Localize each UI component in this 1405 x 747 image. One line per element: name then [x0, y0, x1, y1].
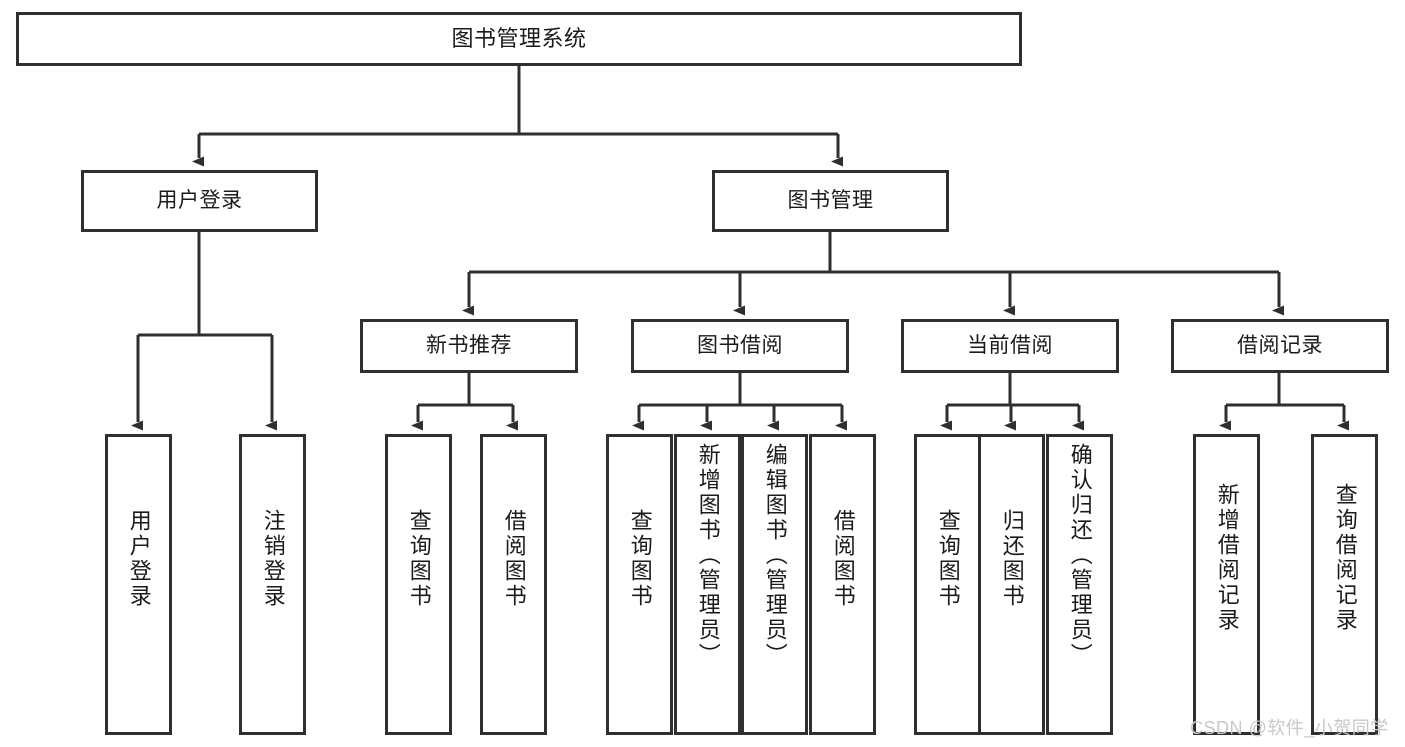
node-leaf-query-book-1-label: 查询图书	[406, 509, 432, 609]
node-book-borrow[interactable]: 图书借阅	[631, 319, 849, 373]
node-leaf-query-book-2[interactable]: 查询图书	[606, 434, 673, 735]
node-leaf-edit-book[interactable]: 编辑图书（管理员）	[741, 434, 808, 735]
node-root-label: 图书管理系统	[451, 26, 587, 52]
node-leaf-add-book[interactable]: 新增图书（管理员）	[674, 434, 741, 735]
node-leaf-query-book-3[interactable]: 查询图书	[914, 434, 981, 735]
node-leaf-borrow-book-2-label: 借阅图书	[830, 509, 856, 609]
node-current-borrow[interactable]: 当前借阅	[901, 319, 1119, 373]
node-leaf-user-logout[interactable]: 注销登录	[239, 434, 306, 735]
node-leaf-add-book-label: 新增图书（管理员）	[695, 443, 721, 668]
node-current-borrow-label: 当前借阅	[967, 333, 1053, 357]
node-leaf-query-record-label: 查询借阅记录	[1332, 483, 1358, 633]
node-new-book-recommend[interactable]: 新书推荐	[360, 319, 578, 373]
node-user-login-label: 用户登录	[156, 188, 243, 212]
node-leaf-user-login[interactable]: 用户登录	[105, 434, 172, 735]
node-leaf-query-record[interactable]: 查询借阅记录	[1311, 434, 1378, 735]
node-book-borrow-label: 图书借阅	[697, 333, 783, 357]
node-user-login[interactable]: 用户登录	[81, 170, 318, 232]
node-leaf-borrow-book-1-label: 借阅图书	[501, 509, 527, 609]
node-leaf-confirm-return[interactable]: 确认归还（管理员）	[1046, 434, 1113, 735]
node-leaf-confirm-return-label: 确认归还（管理员）	[1067, 443, 1093, 668]
node-leaf-query-book-2-label: 查询图书	[627, 509, 653, 609]
watermark: CSDN @软件_小贺同学	[1190, 718, 1389, 738]
node-leaf-add-record[interactable]: 新增借阅记录	[1193, 434, 1260, 735]
node-leaf-user-login-label: 用户登录	[126, 509, 152, 609]
node-leaf-query-book-1[interactable]: 查询图书	[385, 434, 452, 735]
node-borrow-record[interactable]: 借阅记录	[1171, 319, 1389, 373]
node-book-manage[interactable]: 图书管理	[712, 170, 949, 232]
node-leaf-borrow-book-1[interactable]: 借阅图书	[480, 434, 547, 735]
node-leaf-return-book-label: 归还图书	[999, 509, 1025, 609]
node-book-manage-label: 图书管理	[787, 188, 874, 212]
node-leaf-add-record-label: 新增借阅记录	[1214, 483, 1240, 633]
node-root[interactable]: 图书管理系统	[16, 12, 1022, 66]
node-borrow-record-label: 借阅记录	[1237, 333, 1323, 357]
node-leaf-borrow-book-2[interactable]: 借阅图书	[809, 434, 876, 735]
node-leaf-return-book[interactable]: 归还图书	[978, 434, 1045, 735]
node-leaf-user-logout-label: 注销登录	[260, 509, 286, 609]
node-leaf-query-book-3-label: 查询图书	[935, 509, 961, 609]
node-leaf-edit-book-label: 编辑图书（管理员）	[762, 443, 788, 668]
node-new-book-recommend-label: 新书推荐	[426, 333, 512, 357]
